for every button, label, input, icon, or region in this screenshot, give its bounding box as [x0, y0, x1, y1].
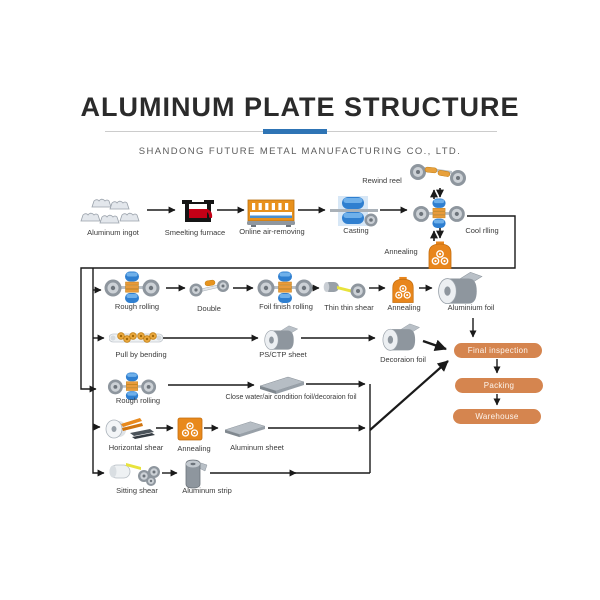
company-subtitle: SHANDONG FUTURE METAL MANUFACTURING CO.,…	[138, 146, 462, 157]
label-cool-rlling: Cool rlling	[465, 226, 499, 235]
foil-roll-icon	[380, 323, 422, 353]
label-decoraion-foil: Decoraion foil	[380, 355, 426, 364]
final-inspection-node: Final inspection	[454, 343, 542, 358]
strip-roll-icon	[180, 459, 208, 489]
warehouse-label: Warehouse	[475, 412, 519, 421]
packing-node: Packing	[455, 378, 543, 393]
label-rewind-reel: Rewind reel	[362, 176, 402, 185]
label-double: Double	[197, 304, 221, 313]
label-annealing-3: Annealing	[177, 444, 211, 453]
sitting-shear-icon	[108, 459, 162, 487]
rolling-mill-icon	[104, 372, 160, 400]
label-aluminium-foil: Aluminium foil	[447, 303, 495, 312]
title-divider-accent	[263, 129, 327, 134]
cool-rolling-mill-icon	[411, 198, 467, 228]
packing-label: Packing	[483, 381, 515, 390]
label-aluminum-strip: Aluminum strip	[182, 486, 232, 495]
double-roller-icon	[188, 277, 230, 299]
label-aluminum-sheet: Aluminum sheet	[230, 443, 284, 452]
label-rough-rolling-2: Rough rolling	[115, 396, 161, 405]
label-annealing-1: Annealing	[384, 247, 418, 256]
label-aluminum-ingot: Aluminum ingot	[87, 228, 139, 237]
sheet-icon	[222, 419, 268, 439]
label-ps-ctp-sheet: PS/CTP sheet	[259, 350, 307, 359]
page-title: ALUMINUM PLATE STRUCTURE	[80, 92, 520, 122]
label-casting: Casting	[343, 226, 369, 235]
furnace-icon	[181, 196, 215, 226]
ingot-icon	[80, 197, 144, 229]
label-pull-by-bending: Pull by bending	[115, 350, 167, 359]
label-foil-finish-rolling: Foil finish rolling	[259, 302, 313, 311]
final-inspection-label: Final inspection	[467, 346, 529, 355]
pull-bending-icon	[109, 328, 163, 346]
label-horizontal-shear: Horizontal shear	[108, 443, 164, 452]
annealing-furnace-icon	[390, 276, 416, 303]
air-removing-icon	[247, 199, 295, 227]
foil-roll-icon	[437, 271, 483, 307]
foil-roll-icon	[262, 325, 300, 352]
annealing-box-icon	[177, 417, 203, 441]
annealing-furnace-icon	[426, 241, 454, 269]
label-online-air-removing: Online air-removing	[239, 227, 305, 236]
label-close-water-foil: Close water/air condition foil/decoraion…	[225, 394, 357, 401]
warehouse-node: Warehouse	[453, 409, 541, 424]
label-annealing-2: Annealing	[387, 303, 421, 312]
rolling-mill-icon	[104, 271, 160, 303]
rewind-reel-icon	[408, 163, 468, 187]
sheet-icon	[258, 374, 306, 396]
label-smeelting-furnace: Smeelting furnace	[164, 228, 226, 237]
label-rough-rolling-1: Rough rolling	[114, 302, 160, 311]
label-thin-thin-shear: Thin thin shear	[324, 303, 374, 312]
casting-icon	[330, 194, 378, 230]
horizontal-shear-icon	[104, 417, 158, 443]
thin-shear-icon	[323, 279, 367, 299]
label-sitting-shear: Sitting shear	[116, 486, 158, 495]
rolling-mill-icon	[257, 271, 313, 303]
